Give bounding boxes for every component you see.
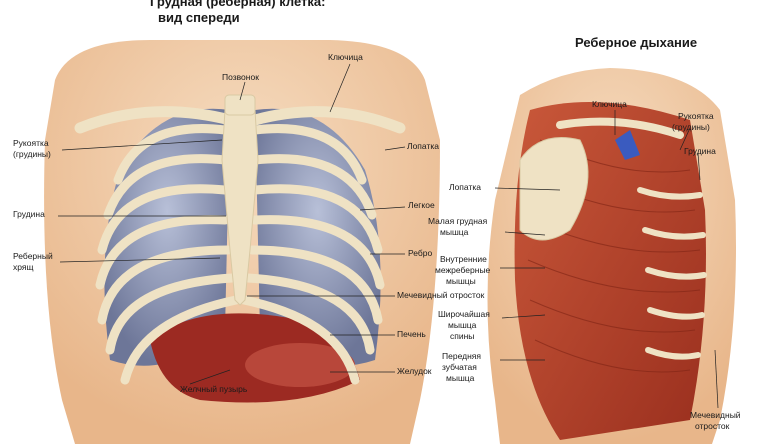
label-mech-right-2: отросток [695, 421, 730, 431]
right-clavicle [249, 106, 406, 134]
label-malaya-1: Малая грудная [428, 216, 488, 226]
label-klyuchitsa: Ключица [328, 52, 363, 62]
label-peredn-3: мышца [446, 373, 475, 383]
vessel [615, 130, 640, 160]
label-vnutr-2: межреберные [435, 265, 491, 275]
label-peredn-1: Передняя [442, 351, 481, 361]
clavicle-side [556, 117, 684, 139]
label-rukoyatka-right-2: (грудины) [672, 122, 710, 132]
label-rebernyi-1: Реберный [13, 251, 53, 261]
rib-cage-front-figure [44, 40, 441, 444]
ribs-left [95, 124, 241, 385]
label-pechen: Печень [397, 329, 426, 339]
label-rukoyatka-1: Рукоятка [13, 138, 49, 148]
leader-lines-left [58, 63, 406, 385]
label-shir-1: Широчайшая [438, 309, 490, 319]
left-title-line2: вид спереди [158, 10, 240, 25]
label-rukoyatka-right-1: Рукоятка [678, 111, 714, 121]
label-peredn-2: зубчатая [442, 362, 477, 372]
sternum [221, 109, 259, 306]
label-rebernyi-2: хрящ [13, 262, 34, 272]
label-shir-2: мышца [448, 320, 477, 330]
label-legkoe: Легкое [408, 200, 435, 210]
label-vnutr-1: Внутренние [440, 254, 487, 264]
label-rebro: Ребро [408, 248, 433, 258]
label-malaya-2: мышца [440, 227, 469, 237]
left-clavicle [74, 106, 236, 134]
label-grudina-right: Грудина [684, 146, 716, 156]
stomach [245, 343, 355, 387]
label-pozvonok: Позвонок [222, 72, 259, 82]
vertebra [224, 94, 256, 116]
ribs-right [239, 124, 385, 385]
label-vnutr-3: мышцы [446, 276, 476, 286]
leader-lines-right [494, 110, 719, 409]
label-lopatka-right: Лопатка [449, 182, 481, 192]
label-klyuchitsa-right: Ключица [592, 99, 627, 109]
label-lopatka: Лопатка [407, 141, 439, 151]
label-grudina: Грудина [13, 209, 45, 219]
left-title-line1: Грудная (реберная) клетка: [150, 0, 326, 9]
label-rukoyatka-2: (грудины) [13, 149, 51, 159]
scapula [519, 137, 589, 241]
label-zhelchnyi: Желчный пузырь [180, 384, 248, 394]
rib-breathing-figure [487, 68, 736, 444]
right-title: Реберное дыхание [575, 35, 698, 50]
right-lung [255, 108, 381, 366]
label-zheludok: Желудок [397, 366, 432, 376]
label-mech-right-1: Мечевидный [690, 410, 741, 420]
label-shir-3: спины [450, 331, 475, 341]
ribs-side [637, 187, 707, 360]
label-mechevidnyi: Мечевидный отросток [397, 290, 485, 300]
